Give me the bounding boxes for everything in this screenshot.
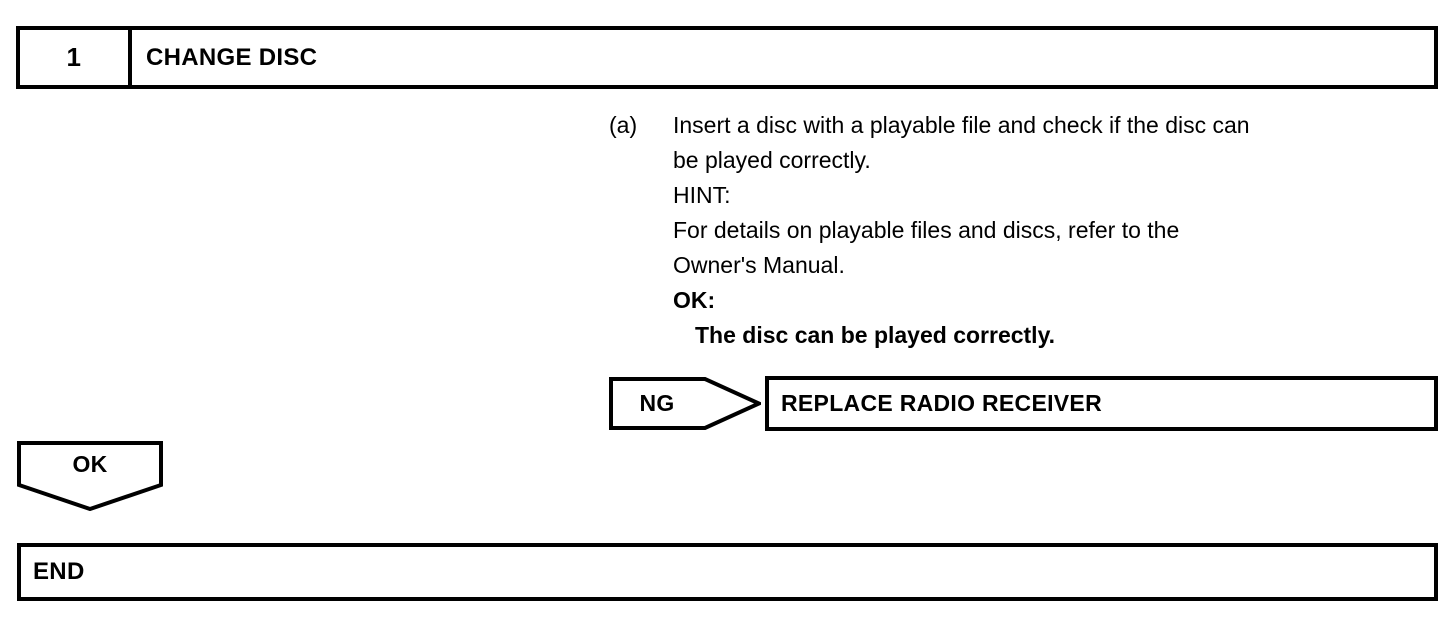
end-box: END	[17, 543, 1438, 601]
ok-flag: OK	[17, 441, 163, 511]
procedure-hint-label: HINT:	[673, 182, 731, 208]
procedure-line: For details on playable files and discs,…	[673, 217, 1180, 243]
ng-flag: NG	[609, 377, 761, 430]
step-number: 1	[20, 30, 132, 85]
ok-flag-label: OK	[72, 450, 108, 477]
procedure-label: (a)	[609, 112, 638, 138]
procedure-row: (a) Insert a disc with a playable file a…	[609, 108, 1449, 353]
ng-arrow-icon	[609, 377, 761, 430]
ok-arrow-icon	[17, 441, 163, 511]
procedure-line: Owner's Manual.	[673, 252, 845, 278]
step-header-box: 1 CHANGE DISC	[16, 26, 1438, 89]
procedure-line: Insert a disc with a playable file and c…	[673, 112, 1250, 138]
step-title: CHANGE DISC	[146, 43, 318, 71]
procedure-line: be played correctly.	[673, 147, 871, 173]
replace-action-box: REPLACE RADIO RECEIVER	[765, 376, 1438, 431]
procedure-ok-criterion: The disc can be played correctly.	[695, 322, 1056, 348]
ng-flag-label: NG	[639, 390, 675, 416]
procedure-lines: Insert a disc with a playable file and c…	[673, 108, 1449, 353]
procedure-ok-label: OK:	[673, 287, 716, 313]
procedure-block: (a) Insert a disc with a playable file a…	[609, 108, 1449, 353]
